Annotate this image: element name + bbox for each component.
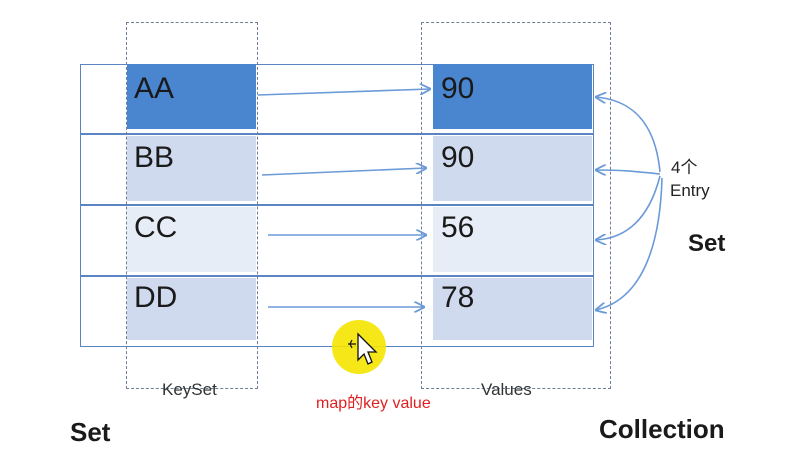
arrow-aa: [257, 89, 430, 96]
value-cell-aa: [433, 64, 592, 129]
value-text-aa: 90: [441, 72, 475, 105]
row-frame-bb: [80, 134, 594, 205]
entry-curve-2: [596, 170, 661, 174]
value-cell-bb: [433, 136, 592, 201]
key-cell-dd: [127, 278, 256, 340]
value-text-dd: 78: [441, 281, 475, 314]
entry-count-label: 4个: [671, 158, 698, 177]
collection-label: Collection: [599, 414, 725, 444]
caption-label: map的key value: [316, 395, 431, 412]
cursor-icon: [348, 332, 378, 365]
row-frame-cc: [80, 205, 594, 276]
set-left-label: Set: [70, 417, 111, 447]
key-cell-bb: [127, 136, 256, 201]
key-text-cc: CC: [134, 211, 178, 244]
value-cell-cc: [433, 207, 592, 272]
key-text-bb: BB: [134, 141, 175, 174]
arrow-bb: [261, 168, 426, 176]
entry-label: Entry: [670, 181, 710, 200]
values-label: Values: [481, 380, 532, 399]
keyset-dashed-box: [126, 22, 258, 389]
value-text-cc: 56: [441, 211, 475, 244]
key-text-dd: DD: [134, 281, 178, 314]
value-cell-dd: [433, 278, 592, 340]
entry-curve-4: [596, 177, 663, 310]
row-frame-aa: [80, 64, 594, 134]
entry-curve-1: [596, 97, 661, 173]
value-text-bb: 90: [441, 141, 475, 174]
key-cell-cc: [127, 207, 256, 272]
key-cell-aa: [127, 64, 256, 129]
entry-curve-3: [596, 175, 661, 240]
values-dashed-box: [421, 22, 611, 389]
keyset-label: KeySet: [162, 380, 217, 399]
key-text-aa: AA: [134, 72, 175, 105]
set-right-label: Set: [688, 230, 726, 257]
